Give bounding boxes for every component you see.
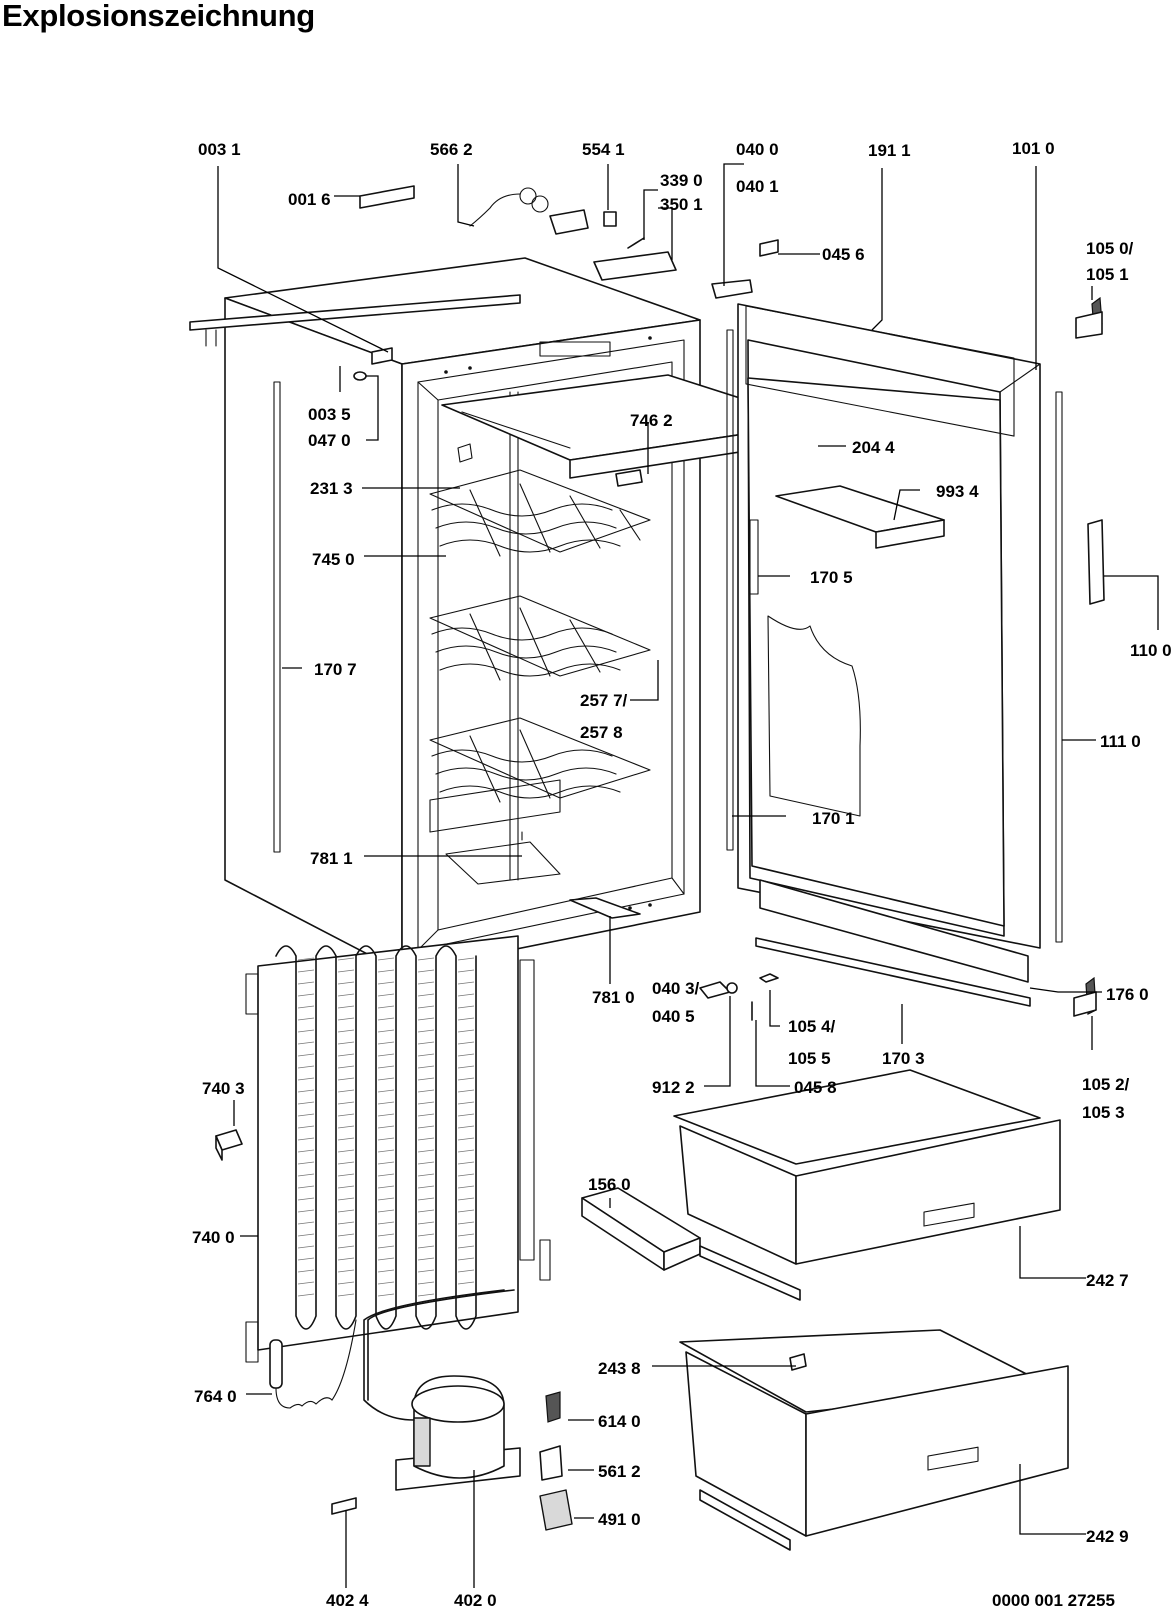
- label-170-1: 170 1: [812, 809, 855, 828]
- label-350-1: 350 1: [660, 195, 703, 214]
- label-554-1: 554 1: [582, 140, 625, 159]
- label-257-8: 257 8: [580, 723, 623, 742]
- label-781-0: 781 0: [592, 988, 635, 1007]
- label-242-9: 242 9: [1086, 1527, 1129, 1546]
- label-614-0: 614 0: [598, 1412, 641, 1431]
- label-001-6: 001 6: [288, 190, 331, 209]
- label-491-0: 491 0: [598, 1510, 641, 1529]
- label-745-0: 745 0: [312, 550, 355, 569]
- label-402-4: 402 4: [326, 1591, 369, 1610]
- label-105-1: 105 1: [1086, 265, 1129, 284]
- page-title: Explosionszeichnung: [2, 0, 315, 33]
- label-243-8: 243 8: [598, 1359, 641, 1378]
- label-105-5: 105 5: [788, 1049, 831, 1068]
- label-242-7: 242 7: [1086, 1271, 1129, 1290]
- cabinet: [189, 257, 701, 973]
- label-105-0: 105 0/: [1086, 239, 1134, 258]
- label-561-2: 561 2: [598, 1462, 641, 1481]
- label-170-3: 170 3: [882, 1049, 925, 1068]
- leader-lines: [217, 163, 1159, 1588]
- label-566-2: 566 2: [430, 140, 473, 159]
- label-170-5: 170 5: [810, 568, 853, 587]
- hinge-bottom: [1073, 976, 1097, 1017]
- wire-shelf-bottom: [429, 717, 651, 833]
- label-740-0: 740 0: [192, 1228, 235, 1247]
- crisper-lower: [679, 1329, 1069, 1551]
- label-003-5: 003 5: [308, 405, 351, 424]
- part-labels: 003 1 001 6 566 2 554 1 339 0 350 1 040 …: [192, 139, 1172, 1610]
- label-111-0: 111 0: [1100, 732, 1141, 751]
- label-156-0: 156 0: [588, 1175, 631, 1194]
- label-105-2: 105 2/: [1082, 1075, 1130, 1094]
- label-105-4: 105 4/: [788, 1017, 836, 1036]
- label-045-6: 045 6: [822, 245, 865, 264]
- label-204-4: 204 4: [852, 438, 895, 457]
- label-101-0: 101 0: [1012, 139, 1055, 158]
- drawing-number: 0000 001 27255: [992, 1591, 1115, 1610]
- label-781-1: 781 1: [310, 849, 353, 868]
- label-040-5: 040 5: [652, 1007, 695, 1026]
- crisper-upper: [673, 1069, 1061, 1301]
- label-746-2: 746 2: [630, 411, 673, 430]
- label-170-7: 170 7: [314, 660, 357, 679]
- condenser: [245, 935, 551, 1363]
- label-339-0: 339 0: [660, 171, 703, 190]
- label-045-8: 045 8: [794, 1078, 837, 1097]
- label-040-1: 040 1: [736, 177, 779, 196]
- label-105-3: 105 3: [1082, 1103, 1125, 1122]
- label-110-0: 110 0: [1130, 641, 1172, 660]
- condenser-fins: [297, 957, 475, 1297]
- label-176-0: 176 0: [1106, 985, 1149, 1004]
- label-231-3: 231 3: [310, 479, 353, 498]
- label-003-1: 003 1: [198, 140, 241, 159]
- label-740-3: 740 3: [202, 1079, 245, 1098]
- door: [726, 303, 1105, 1007]
- label-047-0: 047 0: [308, 431, 351, 450]
- compressor: [363, 1289, 521, 1491]
- label-764-0: 764 0: [194, 1387, 237, 1406]
- wire-shelf-middle: [429, 595, 651, 681]
- label-402-0: 402 0: [454, 1591, 497, 1610]
- label-993-4: 993 4: [936, 482, 979, 501]
- label-912-2: 912 2: [652, 1078, 695, 1097]
- wire-shelf-top: [429, 469, 651, 557]
- label-191-1: 191 1: [868, 141, 911, 160]
- label-257-7: 257 7/: [580, 691, 628, 710]
- label-040-3: 040 3/: [652, 979, 700, 998]
- hinge-top: [1075, 296, 1103, 339]
- label-040-0: 040 0: [736, 140, 779, 159]
